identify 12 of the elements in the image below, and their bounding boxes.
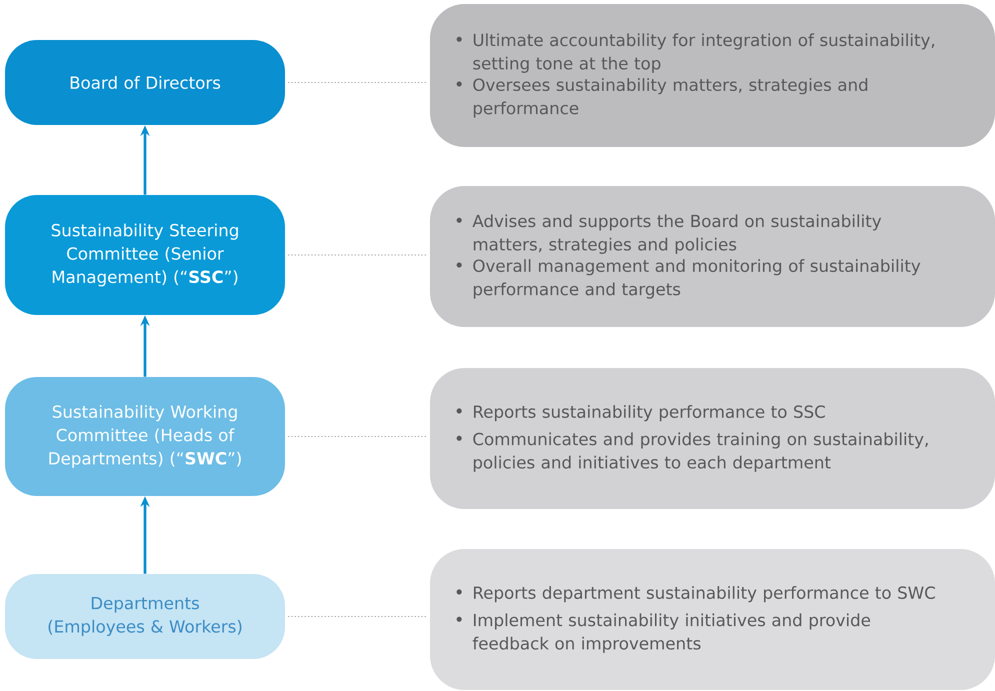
role-box: Departments (Employees & Workers) [5,574,285,660]
responsibility-box: Reports sustainability performance to SSC Communicates and provides training on sustainability, policies and initiatives to each department [430,368,995,510]
role-box: Board of Directors [5,40,285,126]
responsibility-box: Ultimate accountability for integration of sustainability, setting tone at the top Oversees sustainability matters, strategies and performance [430,4,995,147]
leader-line [288,436,428,437]
leader-line [288,82,428,83]
role-box: Sustainability Steering Committee (Senior Management) (“SSC”) [5,195,285,315]
responsibility-box: Reports department sustainability performance to SWC Implement sustainability initiatives and provide feedback on improvements [430,548,995,690]
role-box: Sustainability Working Committee (Heads of Departments) (“SWC”) [5,377,285,496]
leader-line [288,616,428,617]
responsibility-box: Advises and supports the Board on sustainability matters, strategies and policies Overall management and monitoring of sustainability performance and targets [430,186,995,328]
leader-line [288,254,428,256]
